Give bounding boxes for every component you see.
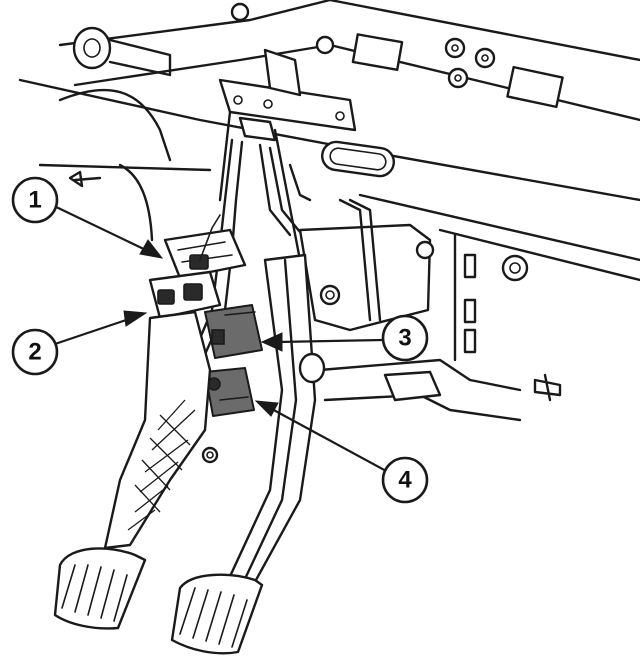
callout-3-label: 3 bbox=[398, 325, 411, 352]
callout-3: 3 bbox=[260, 314, 429, 362]
callout-2: 2 bbox=[11, 310, 148, 376]
switch-cluster bbox=[148, 214, 263, 417]
callout-2-label: 2 bbox=[28, 339, 41, 366]
dashboard-frame bbox=[18, 0, 640, 362]
callout-4-label: 4 bbox=[398, 467, 412, 494]
column-housing bbox=[58, 88, 172, 242]
lower-linkage bbox=[298, 352, 562, 422]
clutch-pedal bbox=[53, 310, 219, 630]
callout-4: 4 bbox=[254, 400, 429, 504]
callout-1-label: 1 bbox=[28, 187, 41, 214]
pedal-bracket bbox=[218, 48, 435, 332]
callout-1: 1 bbox=[11, 176, 164, 259]
